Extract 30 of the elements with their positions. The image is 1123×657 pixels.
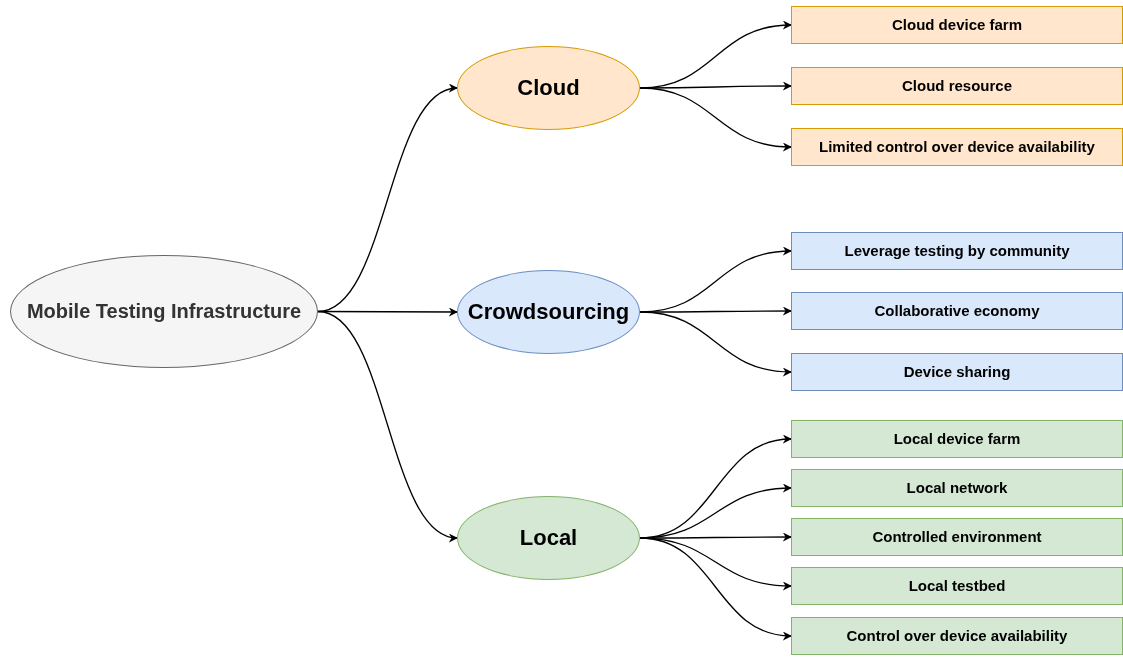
node-label: Control over device availability bbox=[846, 625, 1068, 646]
item-box bbox=[791, 617, 1123, 655]
node-label: Cloud bbox=[517, 74, 580, 103]
item-box bbox=[791, 567, 1123, 605]
node-label: Limited control over device availability bbox=[819, 136, 1095, 157]
item-box bbox=[791, 469, 1123, 507]
item-box bbox=[791, 292, 1123, 330]
item-box bbox=[791, 353, 1123, 391]
curved-arrow bbox=[317, 310, 458, 541]
node-label: Local network bbox=[906, 477, 1008, 498]
curved-arrow bbox=[639, 537, 792, 640]
item-box bbox=[791, 67, 1123, 105]
node-label: Mobile Testing Infrastructure bbox=[26, 299, 302, 324]
node-label: Crowdsourcing bbox=[467, 298, 630, 327]
node-label: Local device farm bbox=[893, 428, 1021, 449]
node-label: Cloud resource bbox=[902, 75, 1012, 96]
node-label: Device sharing bbox=[903, 361, 1011, 382]
curved-arrow bbox=[639, 311, 792, 376]
item-box bbox=[791, 6, 1123, 44]
node-label: Local bbox=[519, 524, 578, 553]
node-label: Collaborative economy bbox=[874, 300, 1040, 321]
node-label: Local testbed bbox=[908, 575, 1006, 596]
item-box bbox=[791, 420, 1123, 458]
curved-arrow bbox=[639, 87, 792, 151]
item-box bbox=[791, 128, 1123, 166]
node-label: Controlled environment bbox=[872, 526, 1042, 547]
item-box bbox=[791, 518, 1123, 556]
item-box bbox=[791, 232, 1123, 270]
node-label: Leverage testing by community bbox=[844, 240, 1070, 261]
node-label: Cloud device farm bbox=[891, 14, 1022, 35]
